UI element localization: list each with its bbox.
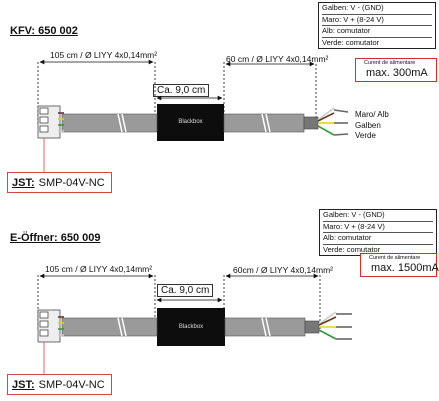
section1-cables [61, 113, 319, 133]
wiring-drawing [37, 59, 352, 374]
section1-dim-left-label: 105 cm / Ø LIYY 4x0,14mm² [50, 50, 158, 60]
current-label: Curent de alimentare [369, 255, 421, 261]
jst-model: SMP-04V-NC [38, 378, 105, 391]
section2-jst-connector [37, 309, 64, 343]
legend-row: Alb: comutator [323, 233, 433, 245]
legend-row: Verde: comutator [323, 244, 381, 254]
section2-cables [61, 317, 320, 337]
section1-wire-labels: Maro/ Alb Galben Verde [355, 110, 389, 142]
section1-dim-right-label: 60 cm / Ø LIYY 4x0,14mm² [226, 54, 329, 64]
legend-row: Verde: comutator [322, 37, 380, 47]
section1-title: KFV: 650 002 [10, 25, 78, 37]
section1-jst-label: JST: SMP-04V-NC [7, 172, 112, 193]
section2-wires [318, 311, 352, 340]
section1-blackbox: Blackbox [157, 104, 224, 141]
section2-blackbox: Blackbox [157, 308, 225, 346]
section2-dimension-lines [37, 273, 321, 330]
legend-row: Maro: V + (8-24 V) [323, 222, 433, 233]
section1-wires [317, 107, 349, 136]
jst-model: SMP-04V-NC [38, 176, 105, 189]
legend-row: Galben: V - (GND) [322, 3, 432, 15]
section2-current-box: Curent de alimentare max. 1500mA [360, 253, 439, 277]
section1-jst-connector [37, 105, 64, 139]
current-label: Curent de alimentare [364, 60, 416, 66]
wire-label-green: Verde [355, 131, 376, 140]
current-value: max. 300mA [366, 67, 428, 79]
jst-prefix: JST: [12, 378, 35, 391]
section1-color-legend: Galben: V - (GND) Maro: V + (8-24 V) Alb… [318, 2, 436, 49]
wire-label-yellow: Galben [355, 120, 381, 130]
section2-dim-center-label: Ca. 9,0 cm [157, 284, 214, 297]
legend-row: Maro: V + (8-24 V) [322, 15, 432, 26]
blackbox-label: Blackbox [178, 324, 204, 330]
section2-color-legend: Galben: V - (GND) Maro: V + (8-24 V) Alb… [319, 209, 437, 256]
section2-dim-right-label: 60cm / Ø LIYY 4x0,14mm² [233, 265, 333, 275]
section1-current-box: Curent de alimentare max. 300mA [355, 58, 437, 82]
jst-prefix: JST: [12, 176, 35, 189]
section2-jst-label: JST: SMP-04V-NC [7, 374, 112, 395]
wire-label-brown-white: Maro/ Alb [355, 110, 389, 119]
section2-dim-left-label: 105 cm / Ø LIYY 4x0,14mm² [45, 264, 153, 274]
blackbox-label: Blackbox [178, 119, 203, 125]
legend-row: Alb: comutator [322, 26, 432, 38]
section2-title: E-Öffner: 650 009 [10, 232, 101, 244]
current-value: max. 1500mA [371, 262, 439, 274]
legend-row: Galben: V - (GND) [323, 210, 433, 222]
